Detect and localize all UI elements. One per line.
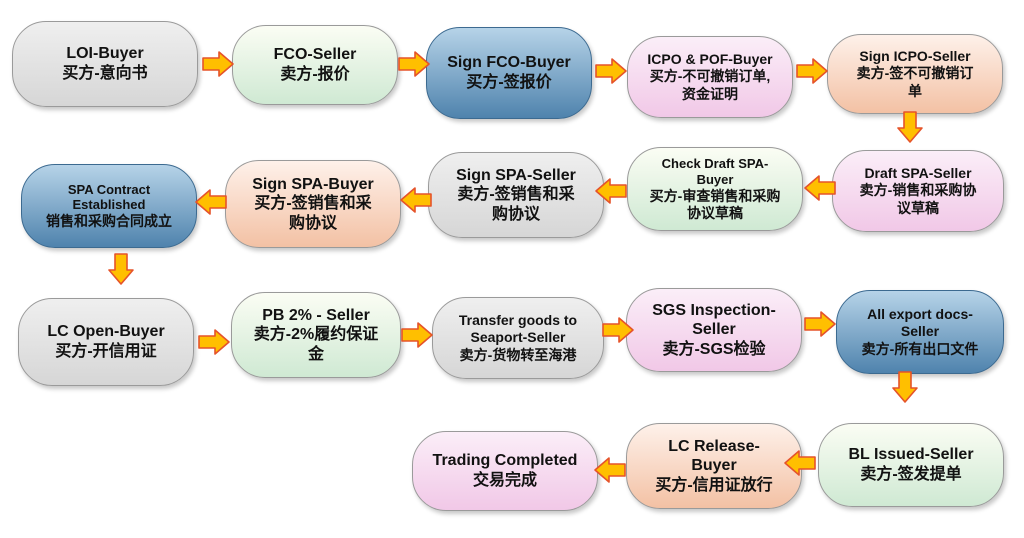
flow-node-lc-open-buyer: LC Open-Buyer 买方-开信用证: [18, 298, 194, 386]
flow-node-loi-buyer: LOI-Buyer 买方-意向书: [12, 21, 198, 107]
arrow-contract-to-lc-open: [108, 253, 134, 285]
node-label-en: SPA Contract Established: [67, 181, 151, 213]
flow-node-sign-spa-seller: Sign SPA-Seller 卖方-签销售和采 购协议: [428, 152, 604, 238]
flow-node-sgs-inspection-seller: SGS Inspection- Seller 卖方-SGS检验: [626, 288, 802, 372]
arrow-pb-to-transfer: [401, 322, 433, 348]
arrow-sign-icpo-to-draft-spa: [897, 111, 923, 143]
node-label-zh: 卖方-签销售和采 购协议: [457, 186, 575, 223]
arrow-bl-to-lc-release: [784, 450, 816, 476]
node-label-en: Sign FCO-Buyer: [447, 54, 571, 72]
arrow-lc-open-to-pb: [198, 329, 230, 355]
node-label-zh: 买方-意向书: [62, 65, 148, 82]
node-label-zh: 卖方-销售和采购协 议草稿: [859, 182, 977, 216]
node-label-zh: 买方-签报价: [466, 74, 552, 91]
flow-node-trading-completed: Trading Completed 交易完成: [412, 431, 598, 511]
flow-node-pb-seller: PB 2% - Seller 卖方-2%履约保证 金: [231, 292, 401, 378]
node-label-en: Sign ICPO-Seller: [859, 48, 971, 65]
arrow-lc-release-to-completed: [594, 457, 626, 483]
arrow-check-to-sign-spa-seller: [595, 178, 627, 204]
node-label-en: BL Issued-Seller: [848, 446, 974, 464]
node-label-en: LC Open-Buyer: [47, 323, 165, 341]
flow-node-sign-fco-buyer: Sign FCO-Buyer 买方-签报价: [426, 27, 592, 119]
node-label-zh: 卖方-2%履约保证 金: [253, 326, 379, 363]
arrow-draft-spa-to-check: [804, 175, 836, 201]
flow-node-spa-contract-established: SPA Contract Established 销售和采购合同成立: [21, 164, 197, 248]
node-label-en: Check Draft SPA- Buyer: [661, 156, 769, 187]
flow-node-check-draft-spa-buyer: Check Draft SPA- Buyer 买方-审查销售和采购 协议草稿: [627, 147, 803, 231]
node-label-en: Trading Completed: [432, 452, 578, 470]
node-label-zh: 卖方-报价: [280, 66, 350, 83]
node-label-en: Sign SPA-Seller: [456, 166, 576, 184]
node-label-en: Sign SPA-Buyer: [252, 175, 374, 193]
node-label-zh: 卖方-货物转至海港: [459, 346, 577, 363]
node-label-en: SGS Inspection- Seller: [652, 301, 776, 339]
flow-node-sign-icpo-seller: Sign ICPO-Seller 卖方-签不可撤销订 单: [827, 34, 1003, 114]
node-label-zh: 卖方-SGS检验: [662, 340, 766, 358]
node-label-en: LC Release- Buyer: [668, 437, 760, 475]
flow-node-draft-spa-seller: Draft SPA-Seller 卖方-销售和采购协 议草稿: [832, 150, 1004, 232]
node-label-zh: 买方-签销售和采 购协议: [254, 195, 372, 232]
flow-node-icpo-pof-buyer: ICPO & POF-Buyer 买方-不可撤销订单, 资金证明: [627, 36, 793, 118]
flow-node-fco-seller: FCO-Seller 卖方-报价: [232, 25, 398, 105]
node-label-en: PB 2% - Seller: [262, 306, 370, 324]
arrow-fco-to-sign-fco: [398, 51, 430, 77]
node-label-zh: 买方-不可撤销订单, 资金证明: [649, 68, 771, 102]
node-label-zh: 卖方-签发提单: [860, 466, 962, 483]
flow-node-bl-issued-seller: BL Issued-Seller 卖方-签发提单: [818, 423, 1004, 507]
arrow-export-docs-to-bl: [892, 371, 918, 403]
flow-node-all-export-docs-seller: All export docs- Seller 卖方-所有出口文件: [836, 290, 1004, 374]
node-label-zh: 买方-信用证放行: [655, 476, 773, 494]
node-label-zh: 交易完成: [472, 472, 537, 489]
flow-node-lc-release-buyer: LC Release- Buyer 买方-信用证放行: [626, 423, 802, 509]
node-label-zh: 销售和采购合同成立: [46, 213, 172, 230]
node-label-zh: 买方-审查销售和采购 协议草稿: [649, 187, 781, 221]
arrow-loi-to-fco: [202, 51, 234, 77]
node-label-en: Draft SPA-Seller: [864, 165, 972, 182]
node-label-en: LOI-Buyer: [66, 45, 144, 63]
arrow-sgs-to-export-docs: [804, 311, 836, 337]
arrow-sign-spa-seller-to-buyer: [400, 187, 432, 213]
node-label-en: ICPO & POF-Buyer: [647, 51, 773, 68]
arrow-transfer-to-sgs: [602, 317, 634, 343]
arrow-sign-fco-to-icpo: [595, 58, 627, 84]
node-label-zh: 卖方-所有出口文件: [861, 340, 979, 357]
node-label-en: All export docs- Seller: [867, 306, 973, 340]
flow-node-transfer-goods-seller: Transfer goods to Seaport-Seller 卖方-货物转至…: [432, 297, 604, 379]
node-label-zh: 卖方-签不可撤销订 单: [856, 65, 974, 99]
node-label-en: Transfer goods to Seaport-Seller: [458, 312, 578, 346]
node-label-zh: 买方-开信用证: [55, 343, 157, 360]
arrow-sign-spa-buyer-to-contract: [195, 189, 227, 215]
arrow-icpo-to-sign-icpo: [796, 58, 828, 84]
node-label-en: FCO-Seller: [273, 46, 357, 64]
